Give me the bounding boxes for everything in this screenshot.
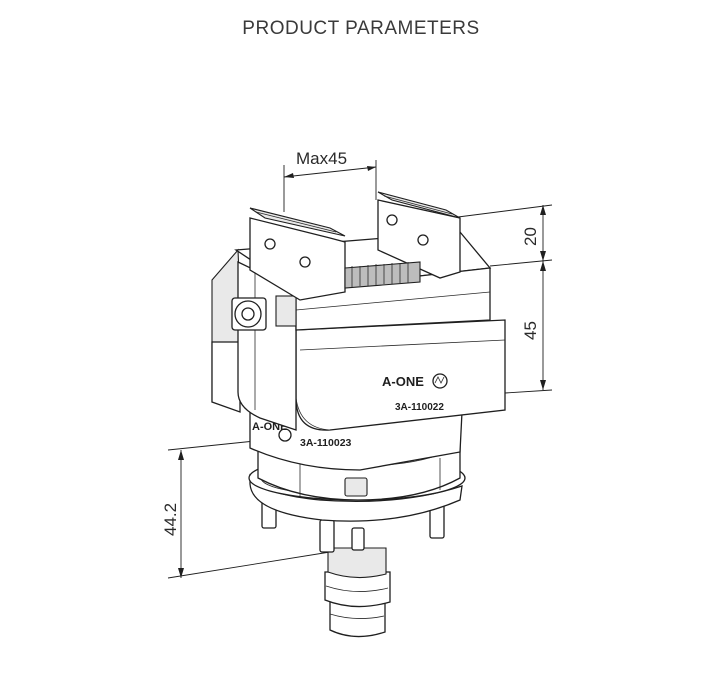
jaws xyxy=(249,191,461,301)
dimension-right: 20 45 xyxy=(457,204,553,394)
model-label-lower: 3A-110023 xyxy=(300,437,352,449)
lower-plate: A-ONE 3A-110023 R xyxy=(249,406,463,471)
model-label-upper: 3A-110022 xyxy=(395,402,444,413)
dimension-left: 44.2 xyxy=(161,440,331,579)
page-title: PRODUCT PARAMETERS xyxy=(242,18,480,39)
pull-stud xyxy=(324,547,391,638)
dimension-label-45: 45 xyxy=(521,321,540,340)
dimension-label-20: 20 xyxy=(521,227,540,246)
brand-label-upper: A-ONE xyxy=(382,374,424,389)
dimension-max45: Max45 xyxy=(283,149,377,212)
brand-plate-upper: A-ONE 3A-110022 xyxy=(382,373,448,413)
dimension-label-44-2: 44.2 xyxy=(161,503,180,536)
dimension-label-max45: Max45 xyxy=(296,149,347,168)
